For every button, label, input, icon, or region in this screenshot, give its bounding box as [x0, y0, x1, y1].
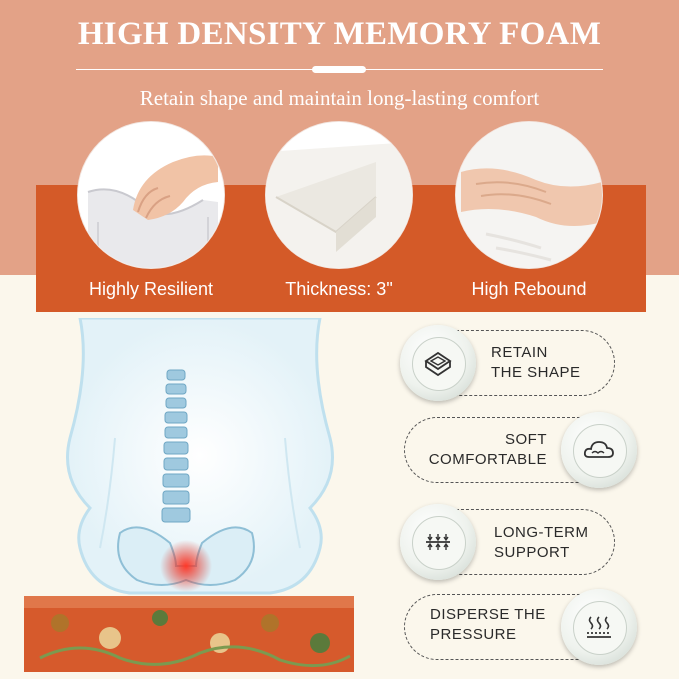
- body-silhouette: [66, 318, 334, 595]
- feature-label-thickness: Thickness: 3": [285, 279, 393, 299]
- pressure-point: [160, 540, 212, 592]
- feature-text-retain: RETAIN THE SHAPE: [491, 344, 581, 381]
- support-arrows-icon: [426, 534, 450, 550]
- feature-icon-soft: [561, 412, 637, 488]
- page-title: HIGH DENSITY MEMORY FOAM: [77, 16, 602, 52]
- foam-press-image: [78, 122, 224, 268]
- foam-rebound-image: [456, 122, 602, 268]
- feature-icon-support: [400, 504, 476, 580]
- seated-body-illustration: [20, 318, 385, 678]
- foam-thickness-image: [266, 122, 412, 268]
- heat-waves-icon: [587, 616, 611, 638]
- feature-label-rebound: High Rebound: [471, 279, 587, 299]
- divider-ornament: [312, 66, 366, 73]
- feature-icon-retain: [400, 325, 476, 401]
- seat-cushion: [24, 596, 354, 672]
- feature-text-soft: SOFT COMFORTABLE: [428, 431, 547, 468]
- page-subtitle: Retain shape and maintain long-lasting c…: [139, 86, 540, 110]
- feature-icon-pressure: [561, 589, 637, 665]
- layers-box-icon: [424, 351, 452, 377]
- spine-icon: [161, 369, 191, 523]
- cloud-icon: [583, 441, 614, 458]
- feature-text-support: LONG-TERM SUPPORT: [494, 524, 589, 561]
- feature-label-resilient: Highly Resilient: [88, 279, 214, 299]
- feature-text-pressure: DISPERSE THE PRESSURE: [430, 606, 546, 643]
